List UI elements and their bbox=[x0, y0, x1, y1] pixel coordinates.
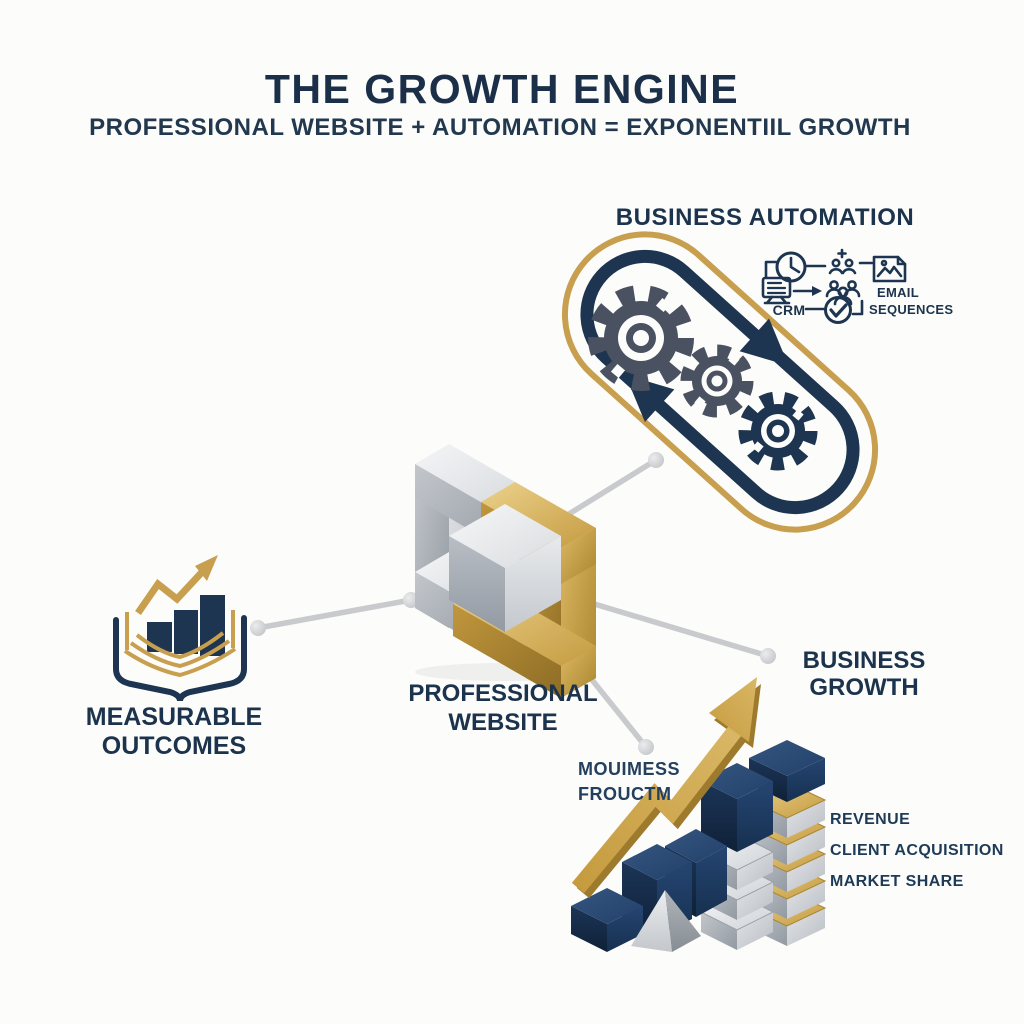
email-sequences-label-line2: SEQUENCES bbox=[869, 302, 954, 317]
growth-caption-line2: FROUCTM bbox=[578, 784, 672, 804]
outcomes-label: MEASURABLE OUTCOMES bbox=[59, 703, 289, 761]
pyramid-icon bbox=[631, 890, 701, 952]
email-image-icon bbox=[872, 255, 907, 283]
crm-monitor-icon bbox=[761, 276, 792, 305]
website-label: PROFESSIONAL WEBSITE bbox=[383, 679, 623, 737]
growth-metric-revenue: REVENUE bbox=[830, 811, 911, 828]
automation-flow-icons bbox=[761, 248, 907, 324]
growth-heading: BUSINESS GROWTH bbox=[744, 647, 984, 701]
connector-nodes bbox=[250, 452, 776, 755]
flow-bracket-right bbox=[851, 299, 864, 316]
automation-heading: BUSINESS AUTOMATION bbox=[615, 204, 915, 231]
people-add-icon bbox=[828, 248, 857, 275]
gear-navy-icon bbox=[738, 391, 818, 471]
crm-label: CRM bbox=[772, 302, 806, 318]
outcomes-label-line2: OUTCOMES bbox=[101, 732, 247, 760]
growth-caption: MOUIMESS FROUCTM bbox=[578, 757, 680, 807]
trend-arrow bbox=[135, 568, 206, 615]
growth-heading-line1: BUSINESS bbox=[802, 647, 926, 674]
book-cover bbox=[113, 615, 247, 702]
growth-metric-market-share: MARKET SHARE bbox=[830, 873, 964, 890]
outcomes-label-line1: MEASURABLE bbox=[85, 703, 263, 731]
flow-arrow-head bbox=[812, 286, 822, 296]
page-subtitle: PROFESSIONAL WEBSITE + AUTOMATION = EXPO… bbox=[89, 114, 911, 141]
website-label-line1: PROFESSIONAL bbox=[408, 680, 598, 707]
book-pages bbox=[123, 647, 237, 678]
email-sequences-label-line1: EMAIL bbox=[877, 285, 919, 300]
gear-large-icon bbox=[588, 285, 694, 391]
automation-belt-icon bbox=[561, 231, 879, 533]
website-label-line2: WEBSITE bbox=[448, 709, 558, 736]
connector-website-growth-label bbox=[588, 600, 771, 659]
growth-arrow-icon bbox=[571, 677, 761, 899]
cube-center-block bbox=[449, 504, 561, 632]
growth-caption-line1: MOUIMESS bbox=[578, 759, 681, 779]
growth-chart-icon bbox=[571, 677, 827, 952]
growth-metrics: REVENUE CLIENT ACQUISITION MARKET SHARE bbox=[830, 804, 1004, 897]
growth-metric-client-acquisition: CLIENT ACQUISITION bbox=[830, 842, 1004, 859]
flow-bracket-left bbox=[764, 260, 778, 279]
website-cube-icon bbox=[415, 444, 596, 698]
connector-website-outcomes bbox=[255, 597, 414, 631]
growth-heading-line2: GROWTH bbox=[809, 674, 919, 701]
outcomes-book-icon bbox=[113, 555, 247, 702]
check-circle-icon bbox=[824, 296, 852, 324]
page-title: THE GROWTH ENGINE bbox=[264, 66, 740, 112]
gear-medium-icon bbox=[680, 344, 754, 418]
